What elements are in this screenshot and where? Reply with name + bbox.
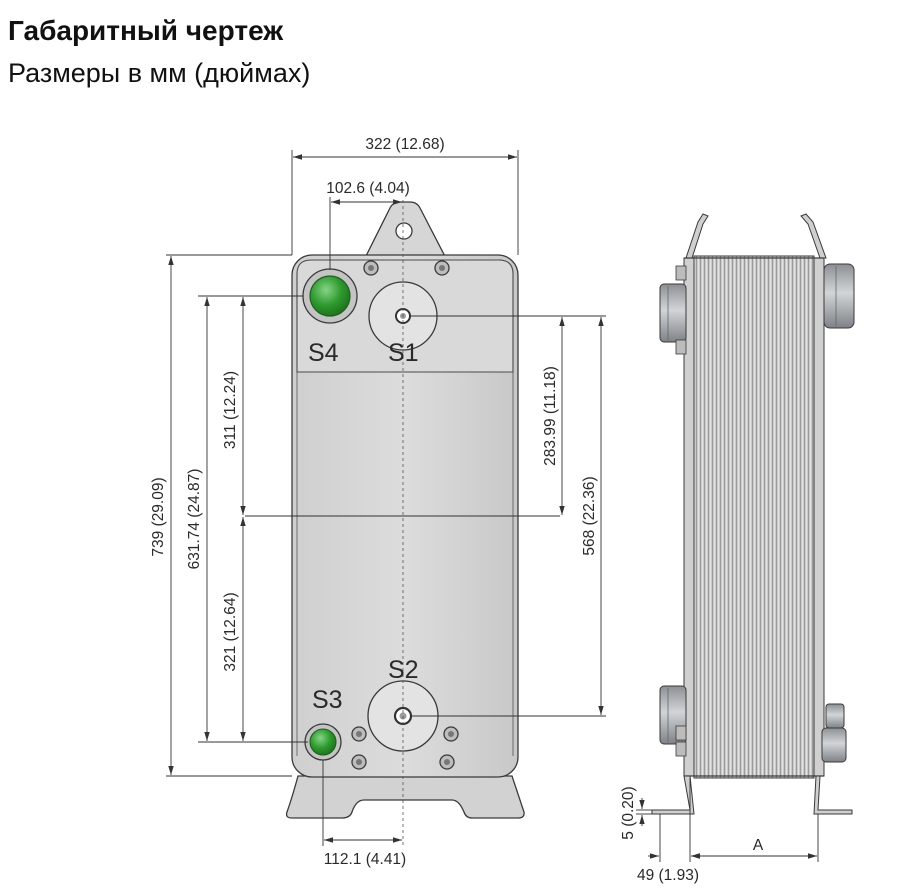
dim-port-offset-top: 102.6 (4.04): [326, 180, 410, 197]
front-dimensions: 322 (12.68) 102.6 (4.04) 112.1 (4.41) 73…: [150, 136, 606, 868]
dim-s1-to-center: 283.99 (11.18): [542, 366, 559, 466]
port-label-s4: S4: [308, 339, 339, 367]
side-connector-right-bottom: [821, 703, 847, 763]
bottom-bolts: [351, 726, 459, 770]
side-connector-left-bottom: [659, 685, 687, 757]
lug-hole: [395, 222, 413, 240]
port-label-s2: S2: [388, 656, 419, 684]
dim-foot-height: 5 (0.20): [620, 786, 637, 839]
dim-lower-port-distance: 321 (12.64): [222, 592, 239, 671]
top-bolts: [363, 260, 450, 276]
side-dimensions: 5 (0.20) 49 (1.93) A: [620, 778, 819, 884]
top-right-bracket: [800, 213, 827, 259]
port-s4-connection: [309, 275, 351, 317]
foot-stand: [285, 775, 525, 819]
dim-port-offset-bottom: 112.1 (4.41): [324, 851, 406, 868]
dim-s1-to-s2: 568 (22.36): [581, 476, 598, 555]
dim-overall-height: 739 (29.09): [150, 477, 167, 556]
side-foot-left: [651, 775, 695, 815]
page-title: Габаритный чертеж: [8, 15, 284, 46]
side-view: [651, 213, 855, 815]
dim-upper-port-distance: 311 (12.24): [222, 371, 239, 449]
port-label-s1: S1: [388, 339, 419, 367]
top-left-bracket: [685, 213, 709, 259]
side-connector-left-top: [659, 265, 687, 355]
dim-total-port-distance: 631.74 (24.87): [186, 469, 203, 570]
side-end-plate-right: [813, 257, 825, 777]
side-connector-right-top: [823, 263, 855, 329]
plate-stack: [693, 255, 815, 779]
dim-foot-offset: 49 (1.93): [637, 867, 699, 884]
page-subtitle: Размеры в мм (дюймах): [8, 58, 311, 88]
side-foot-right: [813, 775, 853, 815]
dim-stack-length: A: [753, 837, 764, 854]
dim-overall-width: 322 (12.68): [365, 136, 444, 153]
front-view: [245, 200, 560, 848]
port-label-s3: S3: [312, 686, 343, 714]
port-s3-connection: [309, 728, 337, 756]
